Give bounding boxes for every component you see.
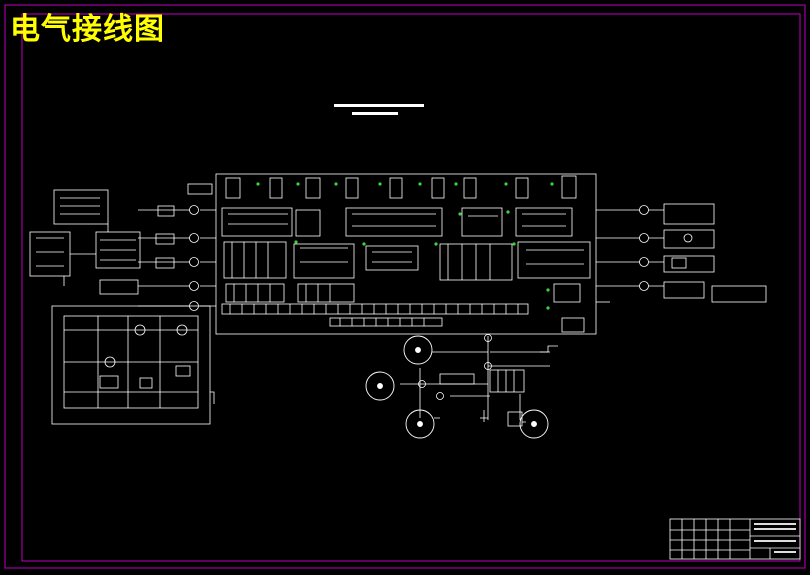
terminal-nodes: [256, 182, 554, 310]
motor-1: [403, 335, 433, 365]
right-outputs: [596, 203, 767, 303]
title-block-text: [754, 523, 796, 553]
outer-frame: [4, 4, 806, 569]
motors: [365, 335, 549, 439]
control-panel: [215, 173, 597, 335]
motor-2: [365, 371, 395, 401]
inner-frame: [21, 13, 801, 562]
motor-3: [405, 409, 435, 439]
title-block: [669, 518, 801, 560]
lower-left-circuit: [51, 305, 215, 425]
motor-circuit: [400, 334, 558, 427]
motor-4: [519, 409, 549, 439]
left-inputs: [29, 183, 216, 311]
drawing-title: [334, 104, 424, 115]
drawing-heading: 电气接线图: [10, 12, 165, 47]
